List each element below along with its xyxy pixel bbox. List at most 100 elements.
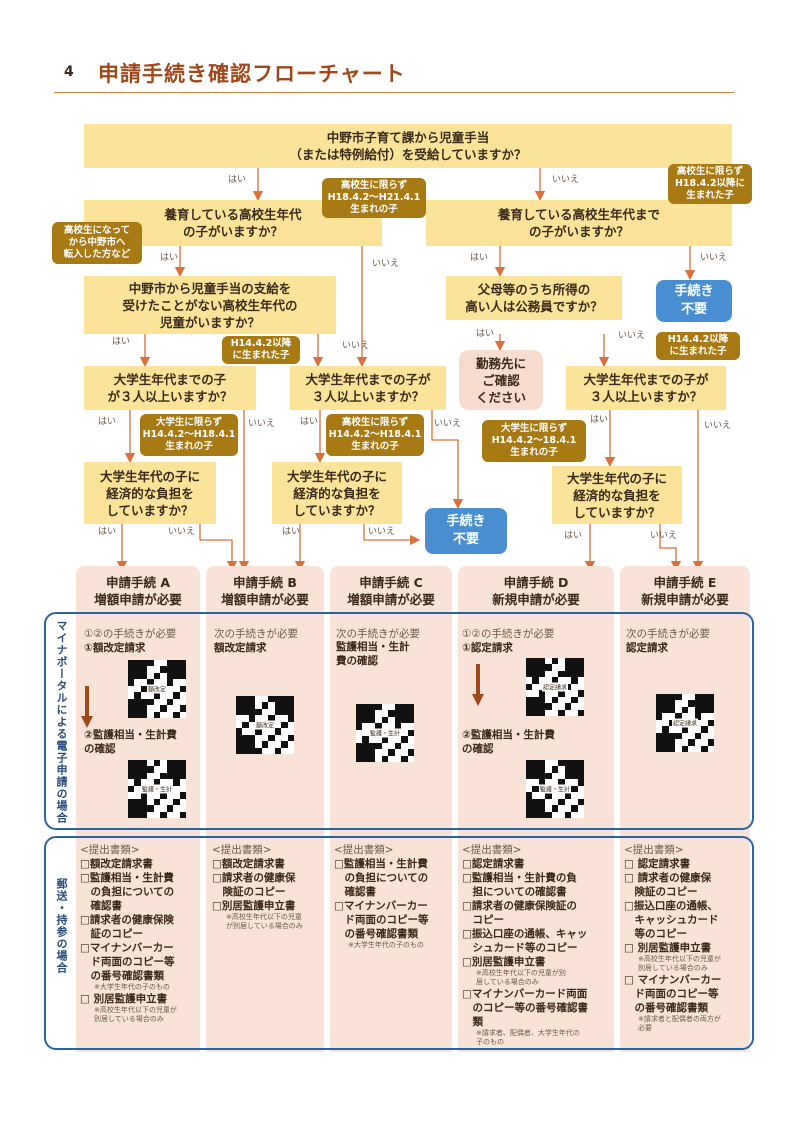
online-a-intro: ①②の手続きが必要 — [84, 628, 177, 640]
confirm-employer: 勤務先に ご確認 ください — [459, 350, 543, 410]
q-financial-burden-b: 大学生年代の子に 経済的な負担を していますか？ — [272, 462, 402, 524]
label-yes: はい — [160, 253, 179, 263]
procedure-d-heading: 申請手続 D 新規申請が必要 — [492, 575, 580, 607]
document-item: □別居監護申立書 — [462, 956, 546, 968]
page-number: 4 — [64, 64, 74, 80]
document-item: □請求者の健康保 険証のコピー — [212, 872, 296, 898]
label-no: いいえ — [650, 531, 678, 541]
document-item: □ 認定請求書 — [624, 858, 691, 870]
document-item: □監護相当・生計費 の負担についての 確認書 — [334, 858, 429, 898]
procedure-b-heading: 申請手続 B 増額申請が必要 — [221, 575, 309, 607]
note-h14-h18-b: 高校生に限らず H14.4.2〜H18.4.1 生まれの子 — [326, 414, 424, 456]
note-moved-in: 高校生になって から中野市へ 転入した方など — [52, 222, 142, 264]
document-item: □ 請求者の健康保 険証のコピー — [624, 872, 712, 898]
document-note: ※大学生年代の子のもの — [94, 983, 170, 991]
online-application-frame — [44, 612, 754, 830]
label-no: いいえ — [552, 175, 580, 185]
docs-heading: <提出書類> — [624, 844, 684, 856]
column-b — [206, 566, 324, 1052]
document-item: □額改定請求書 — [212, 858, 285, 870]
document-note: ※高校生年代以下の児童が 別居している場合のみ — [94, 1006, 177, 1023]
online-d-step2: ②監護相当・生計費 の確認 — [462, 729, 555, 755]
label-yes: はい — [590, 415, 609, 425]
label-yes: はい — [476, 329, 495, 339]
mail-application-frame — [44, 836, 754, 1050]
online-side-label: マイナポータルによる電子申請の場合 — [55, 620, 68, 824]
q-public-servant: 父母等のうち所得の 高い人は公務員ですか？ — [446, 276, 622, 320]
procedure-e-heading: 申請手続 E 新規申請が必要 — [641, 575, 729, 607]
note-h14-h18-a: 大学生に限らず H14.4.2〜H18.4.1 生まれの子 — [140, 414, 238, 456]
document-item: □認定請求書 — [462, 858, 525, 870]
document-item: □額改定請求書 — [80, 858, 153, 870]
q-financial-burden-a: 大学生年代の子に 経済的な負担を していますか？ — [84, 462, 216, 524]
note-h14-after-2: H14.4.2以降 に生まれた子 — [656, 332, 740, 360]
q-three-children-b: 大学生年代までの子が ３人以上いますか？ — [290, 366, 446, 410]
online-a-step1: ①額改定請求 — [84, 642, 146, 654]
no-procedure-badge-2: 手続き 不要 — [425, 508, 507, 554]
q-receiving-allowance: 中野市子育て課から児童手当 （または特例給付）を受給していますか？ — [84, 124, 732, 168]
qr-code-a2[interactable]: 監護・生計 — [128, 760, 186, 818]
label-no: いいえ — [700, 253, 728, 263]
online-c-item: 監護相当・生計 費の確認 — [336, 641, 410, 667]
qr-code-d2[interactable]: 監護・生計 — [526, 760, 584, 818]
label-no: いいえ — [704, 421, 732, 431]
document-item: □別居監護申立書 — [212, 900, 296, 912]
document-note: ※高校生年代以下の児童 が別居している場合のみ — [226, 913, 303, 930]
document-note: ※大学生年代の子のもの — [348, 941, 424, 949]
label-no: いいえ — [434, 419, 462, 429]
mail-docs-b: <提出書類> □額改定請求書□請求者の健康保 険証のコピー□別居監護申立書※高校… — [212, 842, 324, 931]
document-item: □マイナンバーカード両面 のコピー等の番号確認書 類 — [462, 988, 588, 1028]
q-three-children-a: 大学生年代までの子 が３人以上いますか？ — [84, 366, 256, 410]
mail-docs-c: <提出書類> □監護相当・生計費 の負担についての 確認書□マイナンバーカー ド… — [334, 842, 450, 950]
column-e — [620, 566, 750, 1052]
document-item: □請求者の健康保険 証のコピー — [80, 914, 174, 940]
note-h14-h18-c: 大学生に限らず H14.4.2〜18.4.1 生まれの子 — [482, 420, 586, 462]
label-no: いいえ — [368, 527, 396, 537]
document-note: ※請求者と配偶者の両方が 必要 — [638, 1015, 721, 1032]
online-d-intro: ①②の手続きが必要 — [462, 628, 555, 640]
document-item: □振込口座の通帳、キャッ シュカード等のコピー — [462, 928, 588, 954]
document-item: □請求者の健康保険証の コピー — [462, 900, 577, 926]
label-yes: はい — [228, 175, 247, 185]
page-title: 申請手続き確認フローチャート — [98, 62, 406, 86]
q-three-children-c: 大学生年代までの子が ３人以上いますか？ — [566, 366, 726, 410]
document-item: □マイナンバーカー ド両面のコピー等 の番号確認書類 — [80, 942, 175, 982]
q-never-received: 中野市から児童手当の支給を 受けたことがない高校生年代の 児童がいますか？ — [84, 276, 336, 334]
arrow-down-icon — [472, 664, 484, 710]
label-yes: はい — [98, 527, 117, 537]
qr-code-a1[interactable]: 額改定 — [128, 660, 186, 718]
label-yes: はい — [98, 417, 117, 427]
q-financial-burden-c: 大学生年代の子に 経済的な負担を していますか？ — [552, 466, 682, 524]
label-yes: はい — [112, 337, 131, 347]
q-highschool-child-right: 養育している高校生年代まで の子がいますか？ — [426, 200, 732, 246]
note-birth-h18-h21: 高校生に限らず H18.4.2〜H21.4.1 生まれの子 — [322, 178, 426, 218]
mail-docs-a: <提出書類> □額改定請求書 □監護相当・生計費 の負担についての 確認書□請求者… — [80, 842, 198, 1024]
label-yes: はい — [282, 527, 301, 537]
arrow-down-icon — [81, 686, 93, 732]
label-no: いいえ — [168, 527, 196, 537]
title-rule — [54, 92, 734, 93]
document-note: ※請求者、配偶者、大学生年代の 子のもの — [476, 1029, 580, 1046]
procedure-a-heading: 申請手続 A 増額申請が必要 — [94, 575, 182, 607]
label-no: いいえ — [342, 341, 370, 351]
label-yes: はい — [300, 417, 319, 427]
qr-code-d1[interactable]: 認定請求 — [526, 658, 584, 716]
qr-code-b[interactable]: 額改定 — [236, 696, 294, 754]
note-h14-after-1: H14.4.2以降 に生まれた子 — [222, 336, 300, 364]
document-item: □監護相当・生計費 の負担についての 確認書 — [80, 872, 175, 912]
document-item: □振込口座の通帳、 キャッシュカード 等のコピー — [624, 900, 719, 940]
mail-side-label: 郵送・持参の場合 — [55, 878, 68, 974]
docs-heading: <提出書類> — [462, 844, 522, 856]
docs-heading: <提出書類> — [334, 844, 394, 856]
qr-code-e[interactable]: 認定請求 — [656, 694, 714, 752]
document-item: □マイナンバーカー ド両面のコピー等 の番号確認書類 — [334, 900, 429, 940]
document-note: ※高校生年代以下の児童が別 居している場合のみ — [476, 969, 566, 986]
label-no: いいえ — [248, 419, 276, 429]
qr-code-c[interactable]: 監護・生計 — [356, 704, 414, 762]
document-item: □ 別居監護申立書 — [624, 942, 712, 954]
label-no: いいえ — [372, 259, 400, 269]
docs-heading: <提出書類> — [80, 844, 140, 856]
procedure-c-heading: 申請手続 C 増額申請が必要 — [347, 575, 435, 607]
no-procedure-badge-1: 手続き 不要 — [656, 280, 732, 322]
document-item: □ マイナンバーカー ド両面のコピー等 の番号確認書類 — [624, 974, 722, 1014]
